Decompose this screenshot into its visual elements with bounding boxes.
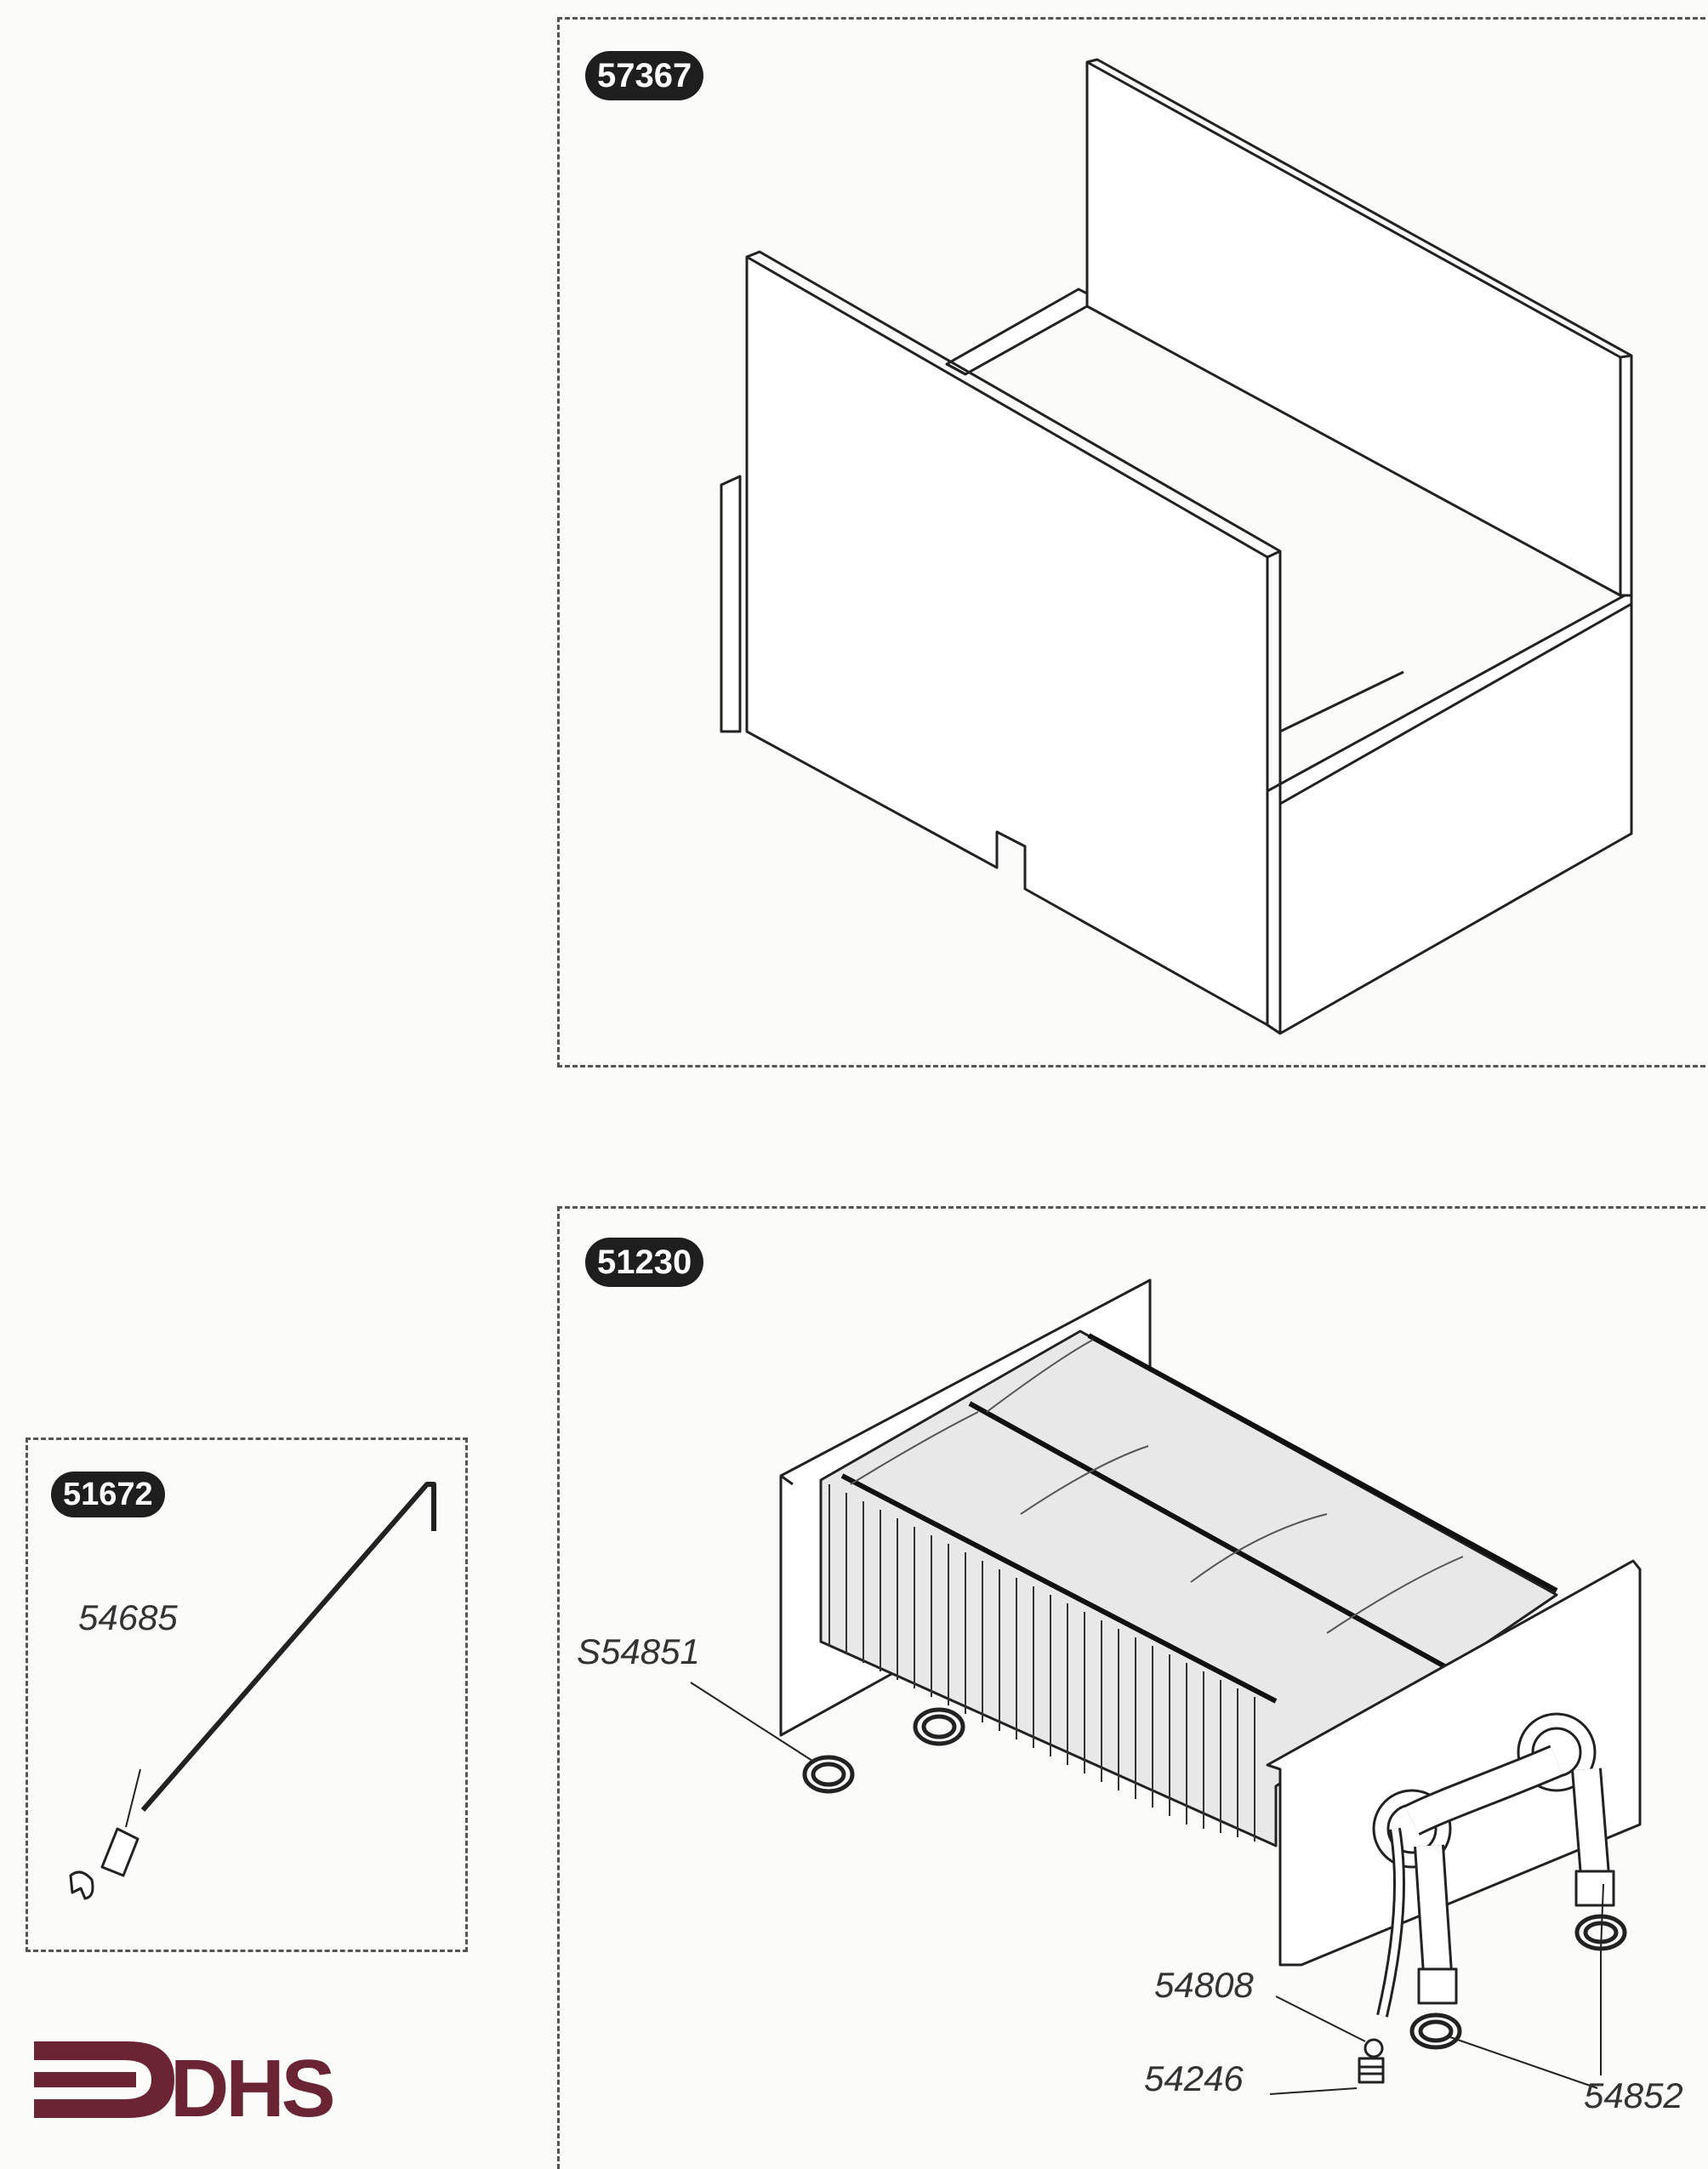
heat-exchanger-panel-frame [557,1206,1705,2169]
svg-text:DHS: DHS [170,2043,333,2126]
heat-exchanger-pipes [1372,1712,1615,2018]
liner-right-bottom [1266,594,1633,1035]
bleed-screw [1358,2038,1385,2084]
part-number-badge-heat-exchanger: 51230 [585,1238,704,1287]
dhs-logo: DHS [34,2041,337,2126]
callout-seal-left: S54851 [577,1631,700,1671]
leader-lines [690,1682,1604,2095]
part-number-badge-liner: 57367 [585,51,704,100]
electrode-rod [69,1482,436,1900]
liner-connecting-rail [945,287,1089,376]
liner-front-panel [745,250,1282,1035]
liner-left-edge [720,475,742,733]
callout-bleed-valve: 54808 [1154,1965,1254,2005]
electrode-panel-frame [26,1437,468,1952]
part-number-badge-electrode: 51672 [51,1472,165,1517]
callout-seal-right: 54852 [1584,2075,1683,2115]
callout-bleed-screw: 54246 [1144,2058,1244,2098]
heat-exchanger-front-plate [1266,1559,1642,1967]
seal-rings [802,1707,1627,2050]
liner-panel-frame [557,17,1705,1067]
callout-electrode-clip: 54685 [78,1597,178,1637]
